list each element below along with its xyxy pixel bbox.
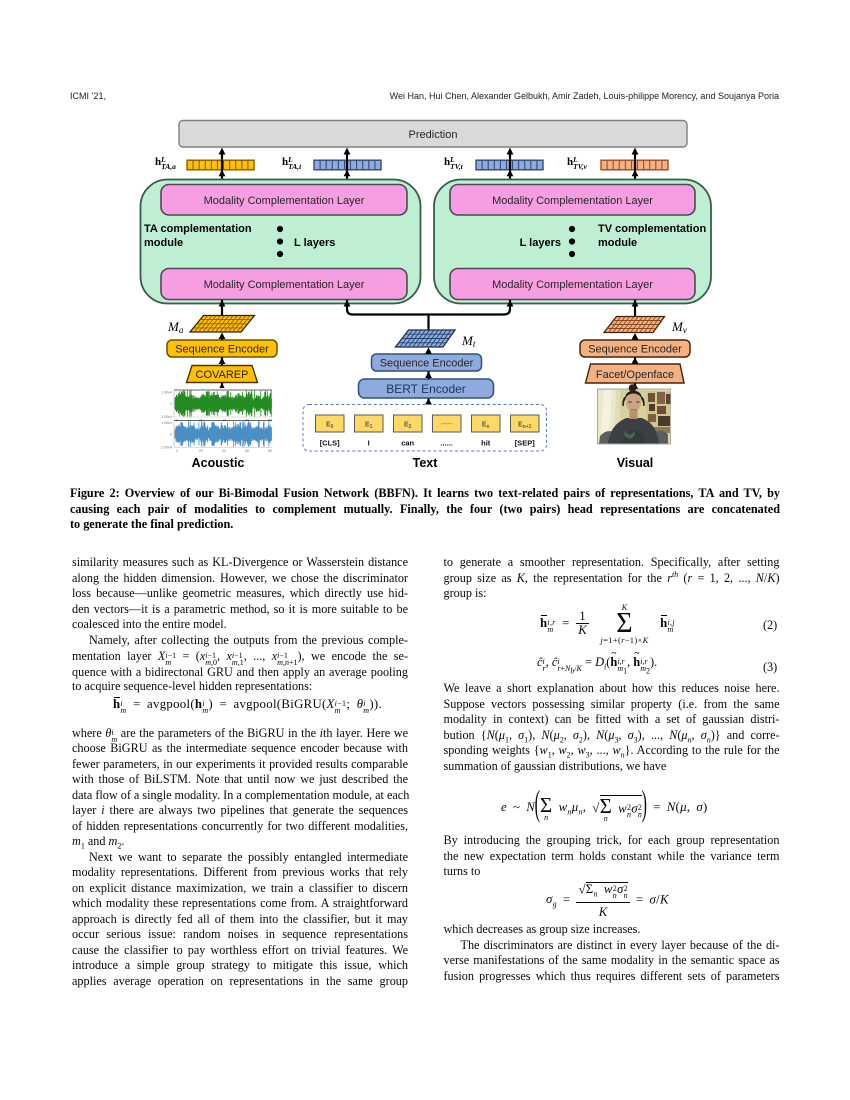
svg-text:1.00e4: 1.00e4 bbox=[161, 391, 172, 395]
svg-text:Mt: Mt bbox=[461, 333, 476, 349]
svg-text:Modality Complementation Layer: Modality Complementation Layer bbox=[204, 195, 365, 207]
svg-text:Visual: Visual bbox=[617, 456, 654, 470]
svg-text:Text: Text bbox=[413, 456, 439, 470]
svg-text:BERT Encoder: BERT Encoder bbox=[386, 382, 466, 396]
svg-text:E1: E1 bbox=[365, 422, 373, 431]
svg-text:I: I bbox=[368, 439, 370, 448]
svg-text:COVAREP: COVAREP bbox=[196, 369, 249, 381]
svg-text:[CLS]: [CLS] bbox=[320, 439, 340, 448]
svg-text:0: 0 bbox=[176, 449, 178, 453]
svg-text:Mv: Mv bbox=[671, 319, 687, 335]
svg-text:can: can bbox=[401, 439, 414, 448]
svg-text:module: module bbox=[598, 237, 637, 249]
svg-text:L layers: L layers bbox=[520, 237, 561, 249]
svg-text:Facet/Openface: Facet/Openface bbox=[596, 369, 674, 381]
svg-text:20: 20 bbox=[199, 449, 203, 453]
svg-text:Modality Complementation Layer: Modality Complementation Layer bbox=[492, 195, 653, 207]
svg-text:L layers: L layers bbox=[294, 237, 335, 249]
svg-text:hit: hit bbox=[481, 439, 491, 448]
svg-text:-1.00e4: -1.00e4 bbox=[160, 415, 172, 419]
svg-text:-1.00e4: -1.00e4 bbox=[160, 446, 172, 450]
svg-text:60: 60 bbox=[245, 449, 249, 453]
svg-text:Sequence Encoder: Sequence Encoder bbox=[380, 358, 474, 370]
svg-text:Sequence Encoder: Sequence Encoder bbox=[588, 344, 682, 356]
svg-text:0: 0 bbox=[170, 402, 172, 406]
svg-text:TA complementation: TA complementation bbox=[144, 223, 252, 235]
svg-text:40: 40 bbox=[222, 449, 226, 453]
svg-text:Sequence Encoder: Sequence Encoder bbox=[175, 344, 269, 356]
svg-text:Acoustic: Acoustic bbox=[192, 456, 245, 470]
svg-text:En+1: En+1 bbox=[518, 422, 532, 431]
svg-text:TV complementation: TV complementation bbox=[598, 223, 706, 235]
svg-text:Ma: Ma bbox=[167, 319, 184, 335]
svg-text:1.00e4: 1.00e4 bbox=[161, 421, 172, 425]
svg-text:E2: E2 bbox=[404, 422, 412, 431]
svg-text:module: module bbox=[144, 237, 183, 249]
svg-text:En: En bbox=[482, 422, 490, 431]
svg-text:80: 80 bbox=[268, 449, 272, 453]
svg-text:Modality Complementation Layer: Modality Complementation Layer bbox=[204, 279, 365, 291]
svg-text:......: ...... bbox=[440, 439, 453, 448]
svg-text:[SEP]: [SEP] bbox=[515, 439, 536, 448]
svg-text:E0: E0 bbox=[326, 422, 334, 431]
svg-text:Modality Complementation Layer: Modality Complementation Layer bbox=[492, 279, 653, 291]
svg-text:Prediction: Prediction bbox=[409, 129, 458, 141]
svg-text:0: 0 bbox=[170, 433, 172, 437]
svg-text:-----: ----- bbox=[441, 421, 453, 428]
